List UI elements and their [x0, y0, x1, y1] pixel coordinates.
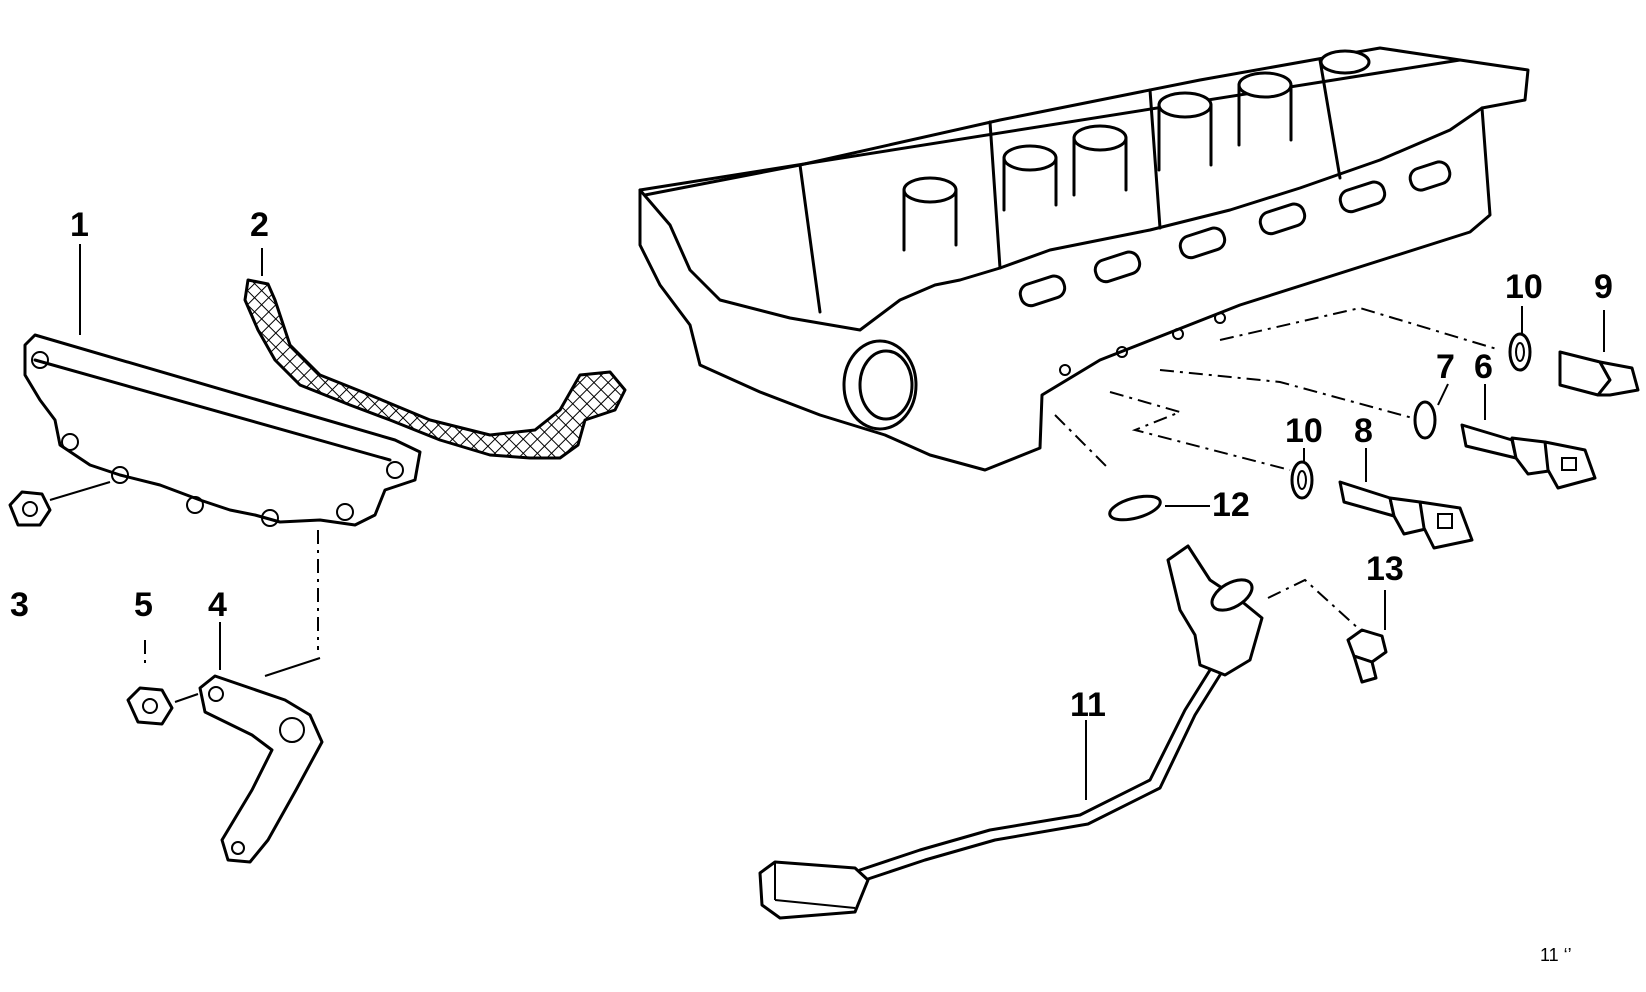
callout-5: 5: [134, 586, 153, 624]
callout-9: 9: [1594, 268, 1613, 306]
screw: [1346, 628, 1388, 684]
temperature-sensor-6: [1460, 423, 1597, 490]
callout-10-top: 10: [1505, 268, 1543, 306]
gasket: [243, 278, 627, 460]
oil-pressure-switch: [1558, 350, 1640, 397]
corner-mark: 11 ‘’: [1540, 945, 1572, 965]
crankshaft-sensor: [758, 544, 1264, 920]
callout-7: 7: [1436, 348, 1455, 386]
leader-lines: [1054, 306, 1501, 631]
callout-1: 1: [70, 206, 89, 244]
nut-5: [126, 640, 199, 726]
callout-13: 13: [1366, 550, 1404, 588]
bracket: [198, 530, 324, 864]
callout-12: 12: [1212, 486, 1250, 524]
callout-6: 6: [1474, 348, 1493, 386]
seal-ring-7: [1413, 400, 1437, 440]
callout-11: 11: [1070, 686, 1106, 724]
cylinder-head: [638, 46, 1530, 472]
seal-ring-10-top: [1508, 332, 1532, 372]
callout-4: 4: [208, 586, 227, 624]
callout-2: 2: [250, 206, 269, 244]
o-ring: [1108, 494, 1210, 522]
cover-plate: [23, 333, 422, 527]
callout-leaders: [79, 244, 1605, 800]
temperature-sensor-8: [1338, 480, 1474, 550]
nut-left: [8, 481, 111, 527]
callout-10-mid: 10: [1285, 412, 1323, 450]
seal-ring-10-mid: [1290, 460, 1314, 500]
callout-3: 3: [10, 586, 29, 624]
callout-8: 8: [1354, 412, 1373, 450]
